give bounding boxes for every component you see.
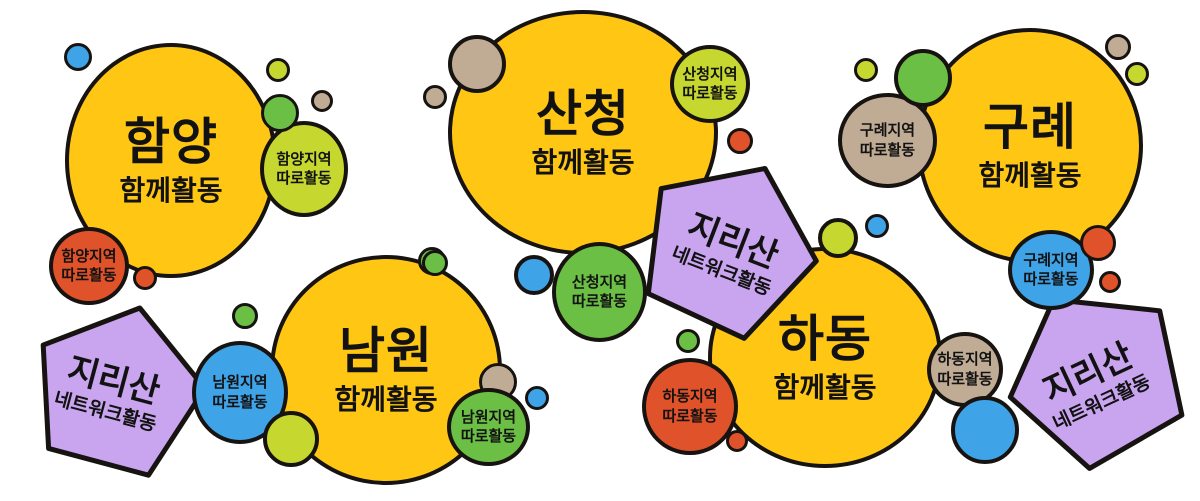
satellite-label-line1: 산청지역: [682, 65, 738, 83]
satellite-label-line2: 따로활동: [212, 393, 268, 411]
decorative-dot-blue: [64, 43, 92, 71]
region-subtitle-gurye: 함께활동: [978, 159, 1082, 191]
decorative-dot-red: [133, 266, 157, 290]
satellite-circle-hamyang-separate-red: 함양지역 따로활동: [49, 227, 129, 305]
region-title-sancheong: 산청: [536, 85, 630, 142]
satellite-label-line2: 따로활동: [571, 293, 628, 310]
satellite-label-line1: 남원지역: [460, 408, 517, 426]
satellite-circle-hadong-separate-red: 하동지역 따로활동: [642, 358, 738, 455]
satellite-circle-gurye-separate-tan: 구례지역 따로활동: [838, 93, 937, 188]
region-subtitle-sancheong: 함께활동: [531, 146, 635, 178]
satellite-label-line1: 남원지역: [212, 374, 268, 391]
decorative-dot-tan: [311, 90, 333, 112]
satellite-label-line2: 따로활동: [937, 370, 993, 388]
satellite-label-line2: 따로활동: [61, 267, 117, 284]
decorative-dot-yellow-green: [854, 58, 878, 82]
region-circle-gurye: 구례 함께활동: [917, 28, 1143, 263]
satellite-label-line2: 따로활동: [682, 85, 738, 102]
satellite-label-line2: 따로활동: [460, 428, 517, 445]
decorative-dot-red: [1099, 271, 1121, 293]
satellite-label-line2: 따로활동: [662, 407, 718, 425]
pentagon-label-left: 지리산 네트워크활동: [51, 350, 169, 438]
decorative-dot-blue: [514, 255, 554, 295]
region-title-namwon: 남원: [339, 323, 433, 380]
satellite-label-line1: 함양지역: [276, 150, 332, 168]
decorative-dot-tan: [1105, 34, 1131, 60]
satellite-circle-sancheong-separate-yg: 산청지역 따로활동: [670, 45, 750, 123]
pentagon-label-right: 지리산 네트워크활동: [1033, 335, 1155, 437]
decorative-dot-tan: [423, 85, 447, 109]
region-title-hadong: 하동: [778, 310, 872, 367]
decorative-dot-yellow-green: [1125, 62, 1149, 86]
decorative-dot-red: [727, 128, 753, 154]
satellite-label-line1: 구례지역: [859, 122, 916, 139]
decorative-dot-blue: [865, 214, 889, 238]
satellite-label-line1: 함양지역: [61, 247, 117, 265]
region-title-hamyang: 함양: [124, 113, 218, 170]
satellite-label-line2: 따로활동: [859, 141, 916, 159]
region-subtitle-namwon: 함께활동: [334, 384, 438, 416]
satellite-label-line1: 산청지역: [571, 273, 628, 291]
decorative-dot-green: [676, 329, 700, 353]
decorative-dot-red: [726, 430, 748, 452]
decorative-dot-yellow-green: [263, 411, 319, 467]
decorative-dot-yellow-green: [266, 58, 290, 82]
satellite-circle-sancheong-separate-green: 산청지역 따로활동: [552, 242, 647, 342]
region-subtitle-hadong: 함께활동: [773, 371, 877, 403]
satellite-circle-hamyang-separate-yg: 함양지역 따로활동: [260, 121, 348, 217]
satellite-label-line1: 하동지역: [662, 388, 718, 405]
decorative-dot-blue: [525, 386, 549, 410]
decorative-dot-green: [261, 94, 299, 132]
decorative-dot-green: [232, 303, 258, 329]
decorative-dot-red: [1080, 225, 1116, 261]
satellite-circle-hadong-separate-tan: 하동지역 따로활동: [927, 332, 1003, 407]
satellite-label-line2: 따로활동: [1023, 271, 1079, 288]
decorative-dot-yellow-green: [818, 218, 858, 258]
decorative-dot-blue: [951, 396, 1019, 464]
decorative-dot-tan: [448, 35, 506, 93]
satellite-circle-gurye-separate-blue: 구례지역 따로활동: [1008, 230, 1094, 310]
satellite-circle-namwon-separate-green: 남원지역 따로활동: [447, 388, 530, 466]
region-title-gurye: 구례: [983, 98, 1077, 155]
satellite-label-line1: 구례지역: [1023, 251, 1079, 269]
satellite-label-line1: 하동지역: [937, 351, 993, 368]
satellite-label-line2: 따로활동: [276, 170, 332, 187]
region-subtitle-hamyang: 함께활동: [119, 174, 223, 206]
decorative-dot-green: [422, 250, 448, 276]
pentagon-label-center: 지리산 네트워크활동: [668, 206, 789, 303]
decorative-dot-green: [894, 49, 952, 107]
